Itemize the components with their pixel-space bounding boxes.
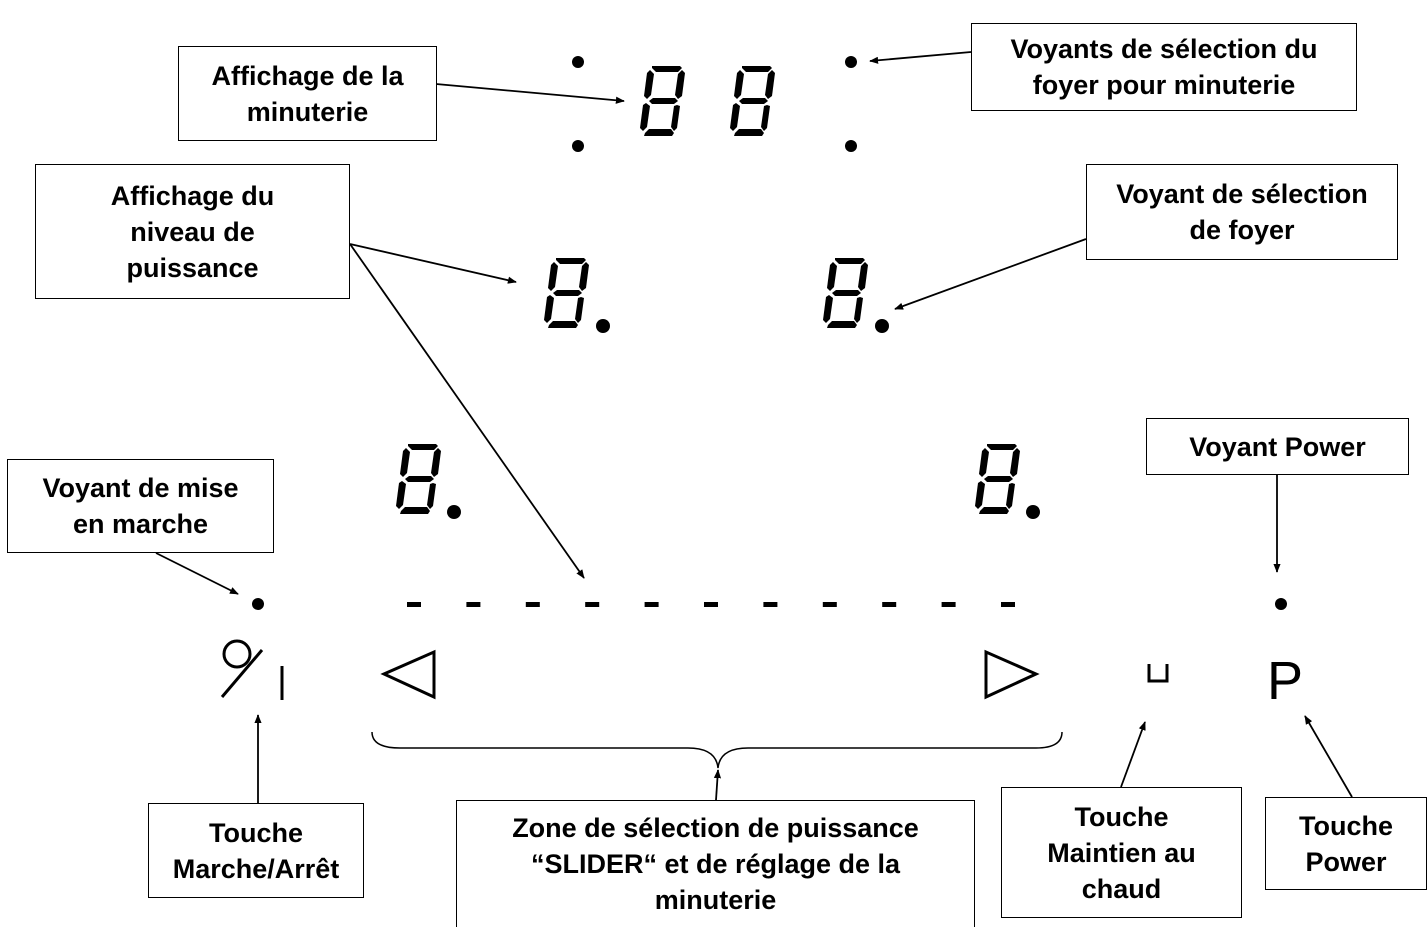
label-on-led: Voyant de mise en marche (7, 459, 274, 553)
slider-segment[interactable] (704, 602, 718, 607)
slider-segment[interactable] (941, 602, 956, 607)
zone-display-front-left (396, 444, 461, 519)
label-zone-select-led: Voyant de sélection de foyer (1086, 164, 1398, 260)
label-onoff-key: Touche Marche/Arrêt (148, 803, 364, 898)
timer-zone-led-bottom-left (572, 140, 584, 152)
timer-zone-led-bottom-right (845, 140, 857, 152)
timer-display (640, 66, 775, 136)
triangle-left-icon[interactable] (380, 649, 436, 700)
slider-segment[interactable] (525, 602, 540, 607)
label-timer-zone-leds: Voyants de sélection du foyer pour minut… (971, 23, 1357, 111)
power-key-symbol[interactable]: P (1267, 651, 1303, 711)
on-off-icon[interactable] (220, 639, 284, 700)
timer-zone-led-top-left (572, 56, 584, 68)
power-led (1275, 598, 1287, 610)
timer-zone-led-top-right (845, 56, 857, 68)
zone-display-rear-left (544, 258, 610, 333)
label-slider-zone: Zone de sélection de puissance “SLIDER“ … (456, 800, 975, 927)
triangle-right-icon[interactable] (984, 649, 1040, 700)
label-power-level-display: Affichage du niveau de puissance (35, 164, 350, 299)
keep-warm-icon[interactable] (1147, 664, 1169, 683)
slider-segment[interactable] (407, 602, 421, 607)
slider-segment[interactable] (882, 602, 897, 607)
slider-segment[interactable] (822, 602, 837, 607)
slider-brace (371, 731, 1063, 769)
label-keep-warm-key: Touche Maintien au chaud (1001, 787, 1242, 918)
slider-segment[interactable] (763, 602, 778, 607)
on-led (252, 598, 264, 610)
slider-segment[interactable] (644, 602, 659, 607)
leader-lines (155, 51, 1353, 803)
slider-segment[interactable] (466, 602, 481, 607)
label-power-led: Voyant Power (1146, 418, 1409, 475)
zone-display-rear-right (823, 258, 889, 333)
zone-display-front-right (975, 444, 1040, 519)
label-power-key: Touche Power (1265, 797, 1427, 890)
slider-segment[interactable] (1001, 602, 1015, 607)
slider-segments (407, 602, 1015, 607)
label-timer-display: Affichage de la minuterie (178, 46, 437, 141)
slider-segment[interactable] (585, 602, 600, 607)
